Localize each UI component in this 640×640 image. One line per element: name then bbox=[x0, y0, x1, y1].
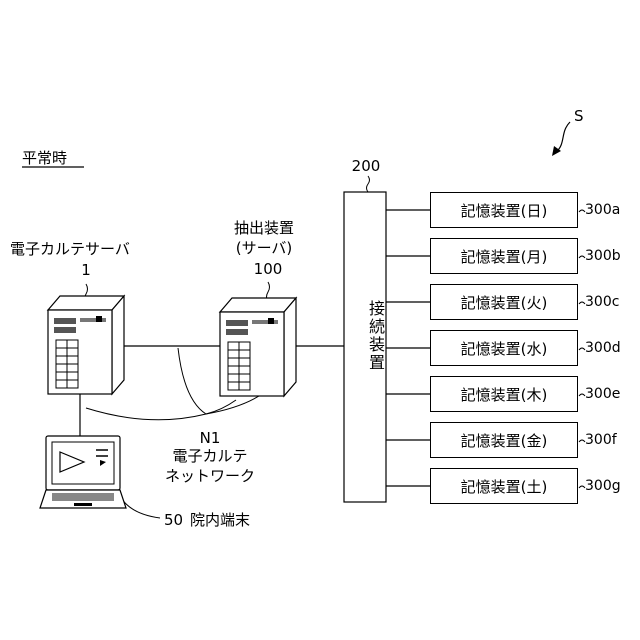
network-leader-3 bbox=[206, 400, 236, 414]
emr-server-ref: 1 bbox=[76, 262, 96, 278]
extraction-server-name: 抽出装置 bbox=[216, 220, 312, 236]
connection-device-label: 接続装置 bbox=[344, 300, 386, 372]
extraction-server-ref: 100 bbox=[246, 261, 290, 277]
network-name-2: ネットワーク bbox=[150, 468, 270, 484]
extraction-server-icon bbox=[220, 298, 296, 396]
storage-ref-300b: 300b bbox=[585, 248, 621, 264]
system-ref-arrow bbox=[556, 122, 570, 152]
system-ref: S bbox=[574, 108, 584, 124]
storage-ref-300c: 300c bbox=[585, 294, 619, 310]
extraction-server-subname: (サーバ) bbox=[216, 240, 312, 256]
storage-device-mon: 記憶装置(月) bbox=[430, 238, 578, 274]
storage-device-tue: 記憶装置(火) bbox=[430, 284, 578, 320]
network-ref: N1 bbox=[150, 430, 270, 446]
storage-device-fri: 記憶装置(金) bbox=[430, 422, 578, 458]
storage-device-sat: 記憶装置(土) bbox=[430, 468, 578, 504]
storage-device-wed: 記憶装置(水) bbox=[430, 330, 578, 366]
network-leader-1 bbox=[86, 408, 206, 420]
mode-label: 平常時 bbox=[22, 150, 67, 166]
emr-server-icon bbox=[48, 296, 124, 394]
storage-ref-300g: 300g bbox=[585, 478, 621, 494]
emr-server-name: 電子カルテサーバ bbox=[10, 241, 130, 257]
storage-ref-300e: 300e bbox=[585, 386, 620, 402]
terminal-name: 院内端末 bbox=[190, 512, 250, 528]
connection-device-ref: 200 bbox=[344, 158, 388, 174]
storage-device-thu: 記憶装置(木) bbox=[430, 376, 578, 412]
hub-ref-leader bbox=[367, 176, 370, 192]
terminal-ref: 50 bbox=[164, 512, 183, 528]
storage-ref-300d: 300d bbox=[585, 340, 621, 356]
storage-ref-300a: 300a bbox=[585, 202, 620, 218]
network-leader-2 bbox=[178, 348, 206, 414]
storage-device-sun: 記憶装置(日) bbox=[430, 192, 578, 228]
network-name: 電子カルテ bbox=[150, 448, 270, 464]
laptop-icon bbox=[40, 436, 126, 508]
storage-ref-300f: 300f bbox=[585, 432, 617, 448]
